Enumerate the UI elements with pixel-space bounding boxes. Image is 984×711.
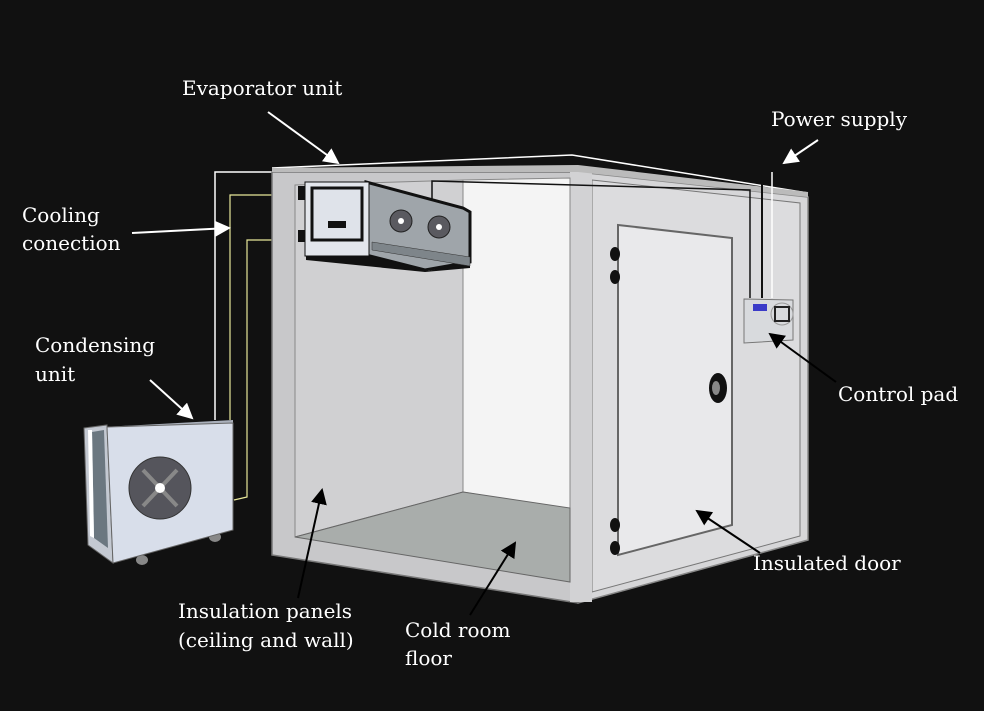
cooling-pipes <box>214 171 274 501</box>
label-floor-line2: floor <box>405 646 452 670</box>
label-condensing-line2: unit <box>35 362 76 386</box>
pointer-arrows <box>131 111 837 616</box>
label-evaporator-unit: Evaporator unit <box>182 76 343 100</box>
control-pad <box>743 298 794 344</box>
power-wire-roof <box>271 154 809 194</box>
evaporator-unit <box>298 180 472 272</box>
label-power-supply: Power supply <box>771 107 908 131</box>
insulated-door <box>610 223 733 557</box>
label-insulation-line2: (ceiling and wall) <box>178 628 354 652</box>
label-floor-line1: Cold room <box>405 618 511 642</box>
fan-icon <box>128 456 192 520</box>
label-condensing-line1: Condensing <box>35 333 156 357</box>
cold-room-floor <box>294 491 571 583</box>
condensing-unit <box>83 420 234 565</box>
label-insulation-line1: Insulation panels <box>178 599 353 623</box>
label-cooling-line1: Cooling <box>22 203 100 227</box>
fan-icon <box>389 209 451 239</box>
label-insulated-door: Insulated door <box>753 551 901 575</box>
label-control-pad: Control pad <box>838 382 959 406</box>
label-cooling-line2: conection <box>22 231 121 255</box>
back-wall <box>462 177 571 511</box>
